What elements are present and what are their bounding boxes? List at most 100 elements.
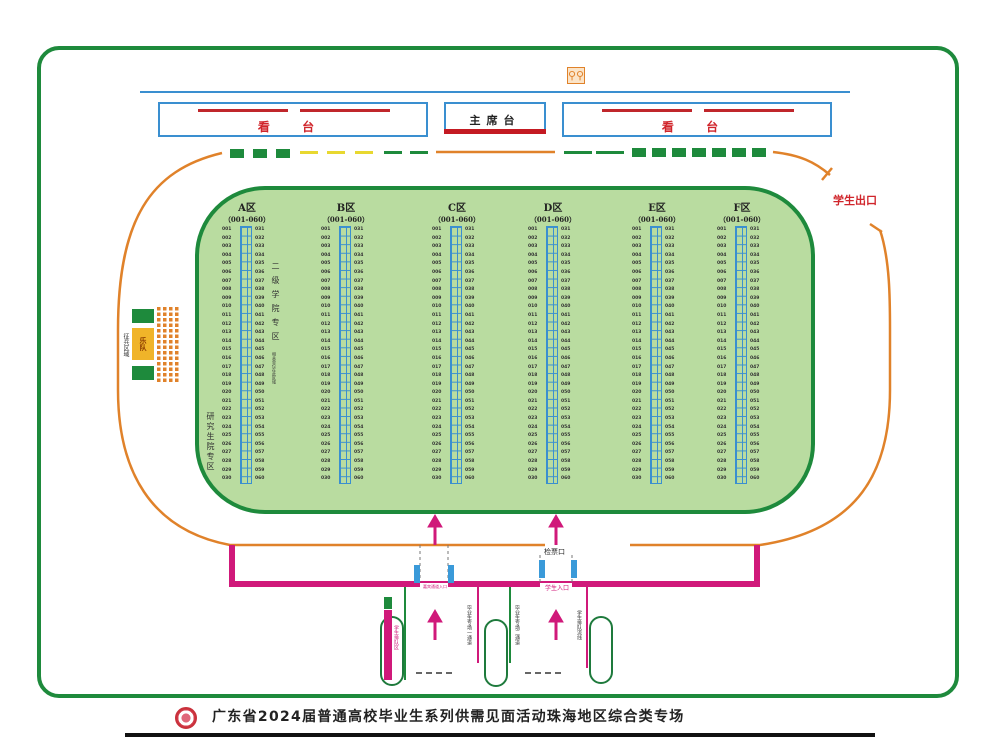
secondary-college-label: 二级学院专区 xyxy=(271,262,280,346)
field xyxy=(195,186,815,514)
venue-boundary xyxy=(37,46,959,698)
seat-dot xyxy=(169,323,173,327)
booth-grid xyxy=(240,226,252,484)
area-note: 相关单位在此区域 xyxy=(272,352,277,384)
zone-name: B区 xyxy=(336,203,356,214)
seat-dot xyxy=(157,378,161,382)
seat-dot xyxy=(175,362,179,366)
booth-dash xyxy=(596,151,624,154)
booth-dash xyxy=(355,151,373,154)
booth xyxy=(652,148,666,157)
zone-range: （001-060） xyxy=(322,215,370,224)
seat-dot xyxy=(157,367,161,371)
zone-name: D区 xyxy=(543,203,563,214)
queue-label-4: 学生排队流线 xyxy=(576,610,582,640)
track-right xyxy=(630,229,892,547)
gate-post xyxy=(414,565,420,583)
seat-dot xyxy=(169,362,173,366)
main-stand: 主席台 xyxy=(444,102,546,134)
zone-name: C区 xyxy=(448,203,466,214)
queue-label-3: 毕业生专场二通道 xyxy=(514,605,520,645)
seat-dot xyxy=(175,318,179,322)
seat-dot xyxy=(157,345,161,349)
queue-label-1: 学生排队区 xyxy=(393,625,399,650)
seat-dot xyxy=(157,318,161,322)
booth xyxy=(712,148,726,157)
seat-dot xyxy=(169,318,173,322)
seat-dot xyxy=(163,378,167,382)
recruit-area-label: 征兵区域 xyxy=(122,333,129,357)
seat-dot xyxy=(157,312,161,316)
booth xyxy=(732,148,746,157)
seat-dot xyxy=(169,312,173,316)
seat-dot xyxy=(163,334,167,338)
zone-name: E区 xyxy=(648,203,666,214)
seat-dot xyxy=(163,373,167,377)
seat-dot xyxy=(157,334,161,338)
gate-post xyxy=(539,560,545,578)
seat-dot xyxy=(163,318,167,322)
seat-dot xyxy=(169,340,173,344)
queue-label-2: 毕业生专场一通道 xyxy=(466,605,472,645)
student-exit-label: 学生出口 xyxy=(833,194,877,207)
seat-dot xyxy=(175,334,179,338)
graduate-college-label: 研究生院专区 xyxy=(206,412,215,472)
seat-dot xyxy=(175,323,179,327)
queue-oval-2 xyxy=(484,619,508,687)
side-block-top xyxy=(132,309,154,323)
seat-dot xyxy=(169,367,173,371)
seat-dot xyxy=(157,323,161,327)
seat-dot xyxy=(163,351,167,355)
right-stand: 看 台 xyxy=(562,102,832,137)
page-title: 广东省2024届普通高校毕业生系列供需见面活动珠海地区综合类专场 xyxy=(212,709,685,725)
restroom-icon: ⚲⚲ xyxy=(567,67,585,84)
booth xyxy=(253,149,267,158)
seat-dot xyxy=(169,334,173,338)
seat-dot xyxy=(175,373,179,377)
booth-dash xyxy=(300,151,318,154)
side-block-bottom xyxy=(132,366,154,380)
seat-dot xyxy=(169,373,173,377)
seat-dot xyxy=(157,373,161,377)
zone-name: F区 xyxy=(733,203,751,214)
booth xyxy=(230,149,244,158)
zone-range: （001-060） xyxy=(529,215,577,224)
student-entrance-label: 学生入口 xyxy=(545,585,570,592)
booth-grid xyxy=(650,226,662,484)
seat-dot xyxy=(163,312,167,316)
seat-dot xyxy=(157,351,161,355)
seat-dot xyxy=(169,307,173,311)
seat-dot xyxy=(157,329,161,333)
queue-oval-3 xyxy=(589,616,613,684)
seat-dot xyxy=(163,340,167,344)
seat-dot xyxy=(175,345,179,349)
seat-dot xyxy=(175,312,179,316)
entrance-corridor xyxy=(229,545,760,587)
exit-marker-bottom xyxy=(869,222,883,234)
gate-post xyxy=(448,565,454,583)
seat-dot xyxy=(175,329,179,333)
seat-dot xyxy=(169,356,173,360)
booth-dash xyxy=(410,151,428,154)
gate-post xyxy=(571,560,577,578)
zone-range: （001-060） xyxy=(718,215,766,224)
seat-dot xyxy=(163,345,167,349)
university-emblem-icon xyxy=(175,707,197,729)
seat-dot xyxy=(169,345,173,349)
zone-range: （001-060） xyxy=(223,215,271,224)
left-stand-label: 看 台 xyxy=(257,120,329,134)
seat-dot xyxy=(175,356,179,360)
